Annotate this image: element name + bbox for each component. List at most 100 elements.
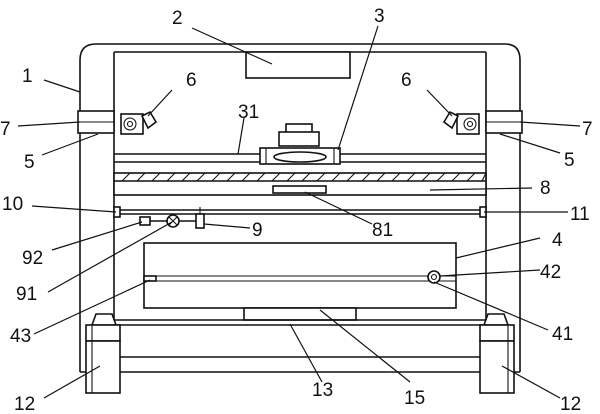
label-6-right: 6 <box>401 70 412 91</box>
label-12-left: 12 <box>14 394 35 414</box>
left-sensor-head <box>140 110 158 130</box>
label-10: 10 <box>2 194 23 215</box>
right-leg-lower <box>479 340 515 394</box>
leader-10 <box>31 205 117 213</box>
hatch-stroke <box>376 172 386 182</box>
leader-8 <box>429 187 533 191</box>
label-31: 31 <box>238 102 259 123</box>
label-2: 2 <box>172 8 183 29</box>
label-3: 3 <box>374 6 385 27</box>
leader-lines <box>17 25 581 399</box>
hatch-stroke <box>226 172 236 182</box>
hatch-stroke <box>436 172 446 182</box>
hatch-stroke <box>421 172 431 182</box>
valve-assembly <box>139 207 205 229</box>
left-sensor-ring <box>123 117 137 131</box>
leader-81 <box>304 191 373 225</box>
hatch-stroke <box>406 172 416 182</box>
leader-2 <box>191 27 273 65</box>
leader-5-right <box>499 133 561 154</box>
label-7-left: 7 <box>0 119 11 140</box>
valve-nozzle <box>139 216 151 226</box>
leader-42 <box>439 269 541 277</box>
left-leg-cap <box>90 313 118 326</box>
hatch-stroke <box>451 172 461 182</box>
label-8: 8 <box>540 178 551 199</box>
leader-31 <box>237 117 245 155</box>
label-1: 1 <box>22 66 33 87</box>
left-leg <box>85 313 121 394</box>
hatch-stroke <box>256 172 266 182</box>
left-sensor-core <box>126 120 134 128</box>
label-13: 13 <box>312 380 333 401</box>
leader-7-left <box>17 121 81 127</box>
lower-box-knob-core <box>430 273 438 281</box>
plate-hatching <box>121 172 487 182</box>
plate-slot <box>272 185 327 194</box>
frame-outer-top <box>79 43 521 372</box>
hatch-stroke <box>391 172 401 182</box>
leader-7-right <box>519 121 581 127</box>
hatch-stroke <box>151 172 161 182</box>
leader-92 <box>51 221 143 251</box>
leader-6-right <box>426 89 453 117</box>
hatch-stroke <box>166 172 176 182</box>
leader-43 <box>33 279 151 335</box>
leader-1 <box>43 79 81 93</box>
press-head <box>259 123 341 165</box>
press-head-body <box>278 131 320 147</box>
slider-bearing <box>273 151 327 163</box>
top-housing <box>245 51 351 79</box>
right-sensor-head <box>442 110 460 130</box>
label-11: 11 <box>570 204 590 225</box>
label-41: 41 <box>552 324 573 345</box>
part-labels: 1 2 3 31 6 6 7 7 5 5 8 81 10 11 9 92 91 … <box>0 6 593 414</box>
plate-body <box>113 172 487 196</box>
hatch-stroke <box>316 172 326 182</box>
label-92: 92 <box>22 248 43 269</box>
lower-box-knob <box>427 270 441 284</box>
valve-wheel-cross-b <box>168 216 178 226</box>
hatch-stroke <box>331 172 341 182</box>
label-91: 91 <box>16 284 37 305</box>
lower-box-rod-tip <box>143 275 157 282</box>
hatch-stroke <box>241 172 251 182</box>
label-7-right: 7 <box>582 119 593 140</box>
leader-41 <box>433 281 549 331</box>
left-sensor <box>120 110 158 135</box>
hatch-stroke <box>181 172 191 182</box>
hatch-stroke <box>196 172 206 182</box>
leader-13 <box>289 323 323 383</box>
right-leg-cap <box>482 313 510 326</box>
leader-5-left <box>41 133 99 156</box>
label-9: 9 <box>252 220 263 241</box>
main-frame <box>79 43 521 373</box>
left-leg-lower <box>85 340 121 394</box>
hatch-stroke <box>286 172 296 182</box>
hatch-stroke <box>361 172 371 182</box>
leader-9 <box>203 223 251 229</box>
label-4: 4 <box>552 230 563 251</box>
hatch-stroke <box>301 172 311 182</box>
leader-12-right <box>501 365 561 399</box>
leader-3 <box>337 25 379 151</box>
lower-box-base <box>243 307 357 321</box>
right-leg <box>479 313 515 394</box>
hatch-stroke <box>466 172 476 182</box>
hatch-stroke <box>121 172 131 182</box>
right-sensor-ring <box>463 117 477 131</box>
label-12-right: 12 <box>560 394 581 414</box>
leader-15 <box>319 309 411 383</box>
label-81: 81 <box>372 220 393 241</box>
label-6-left: 6 <box>186 70 197 91</box>
leader-6-left <box>147 89 173 117</box>
lower-box <box>143 242 457 321</box>
right-sensor <box>442 110 480 135</box>
hatch-stroke <box>346 172 356 182</box>
hatch-stroke <box>481 172 487 182</box>
right-sensor-core <box>466 120 474 128</box>
leader-91 <box>47 221 173 293</box>
label-43: 43 <box>10 326 31 347</box>
left-leg-upper <box>85 324 121 342</box>
